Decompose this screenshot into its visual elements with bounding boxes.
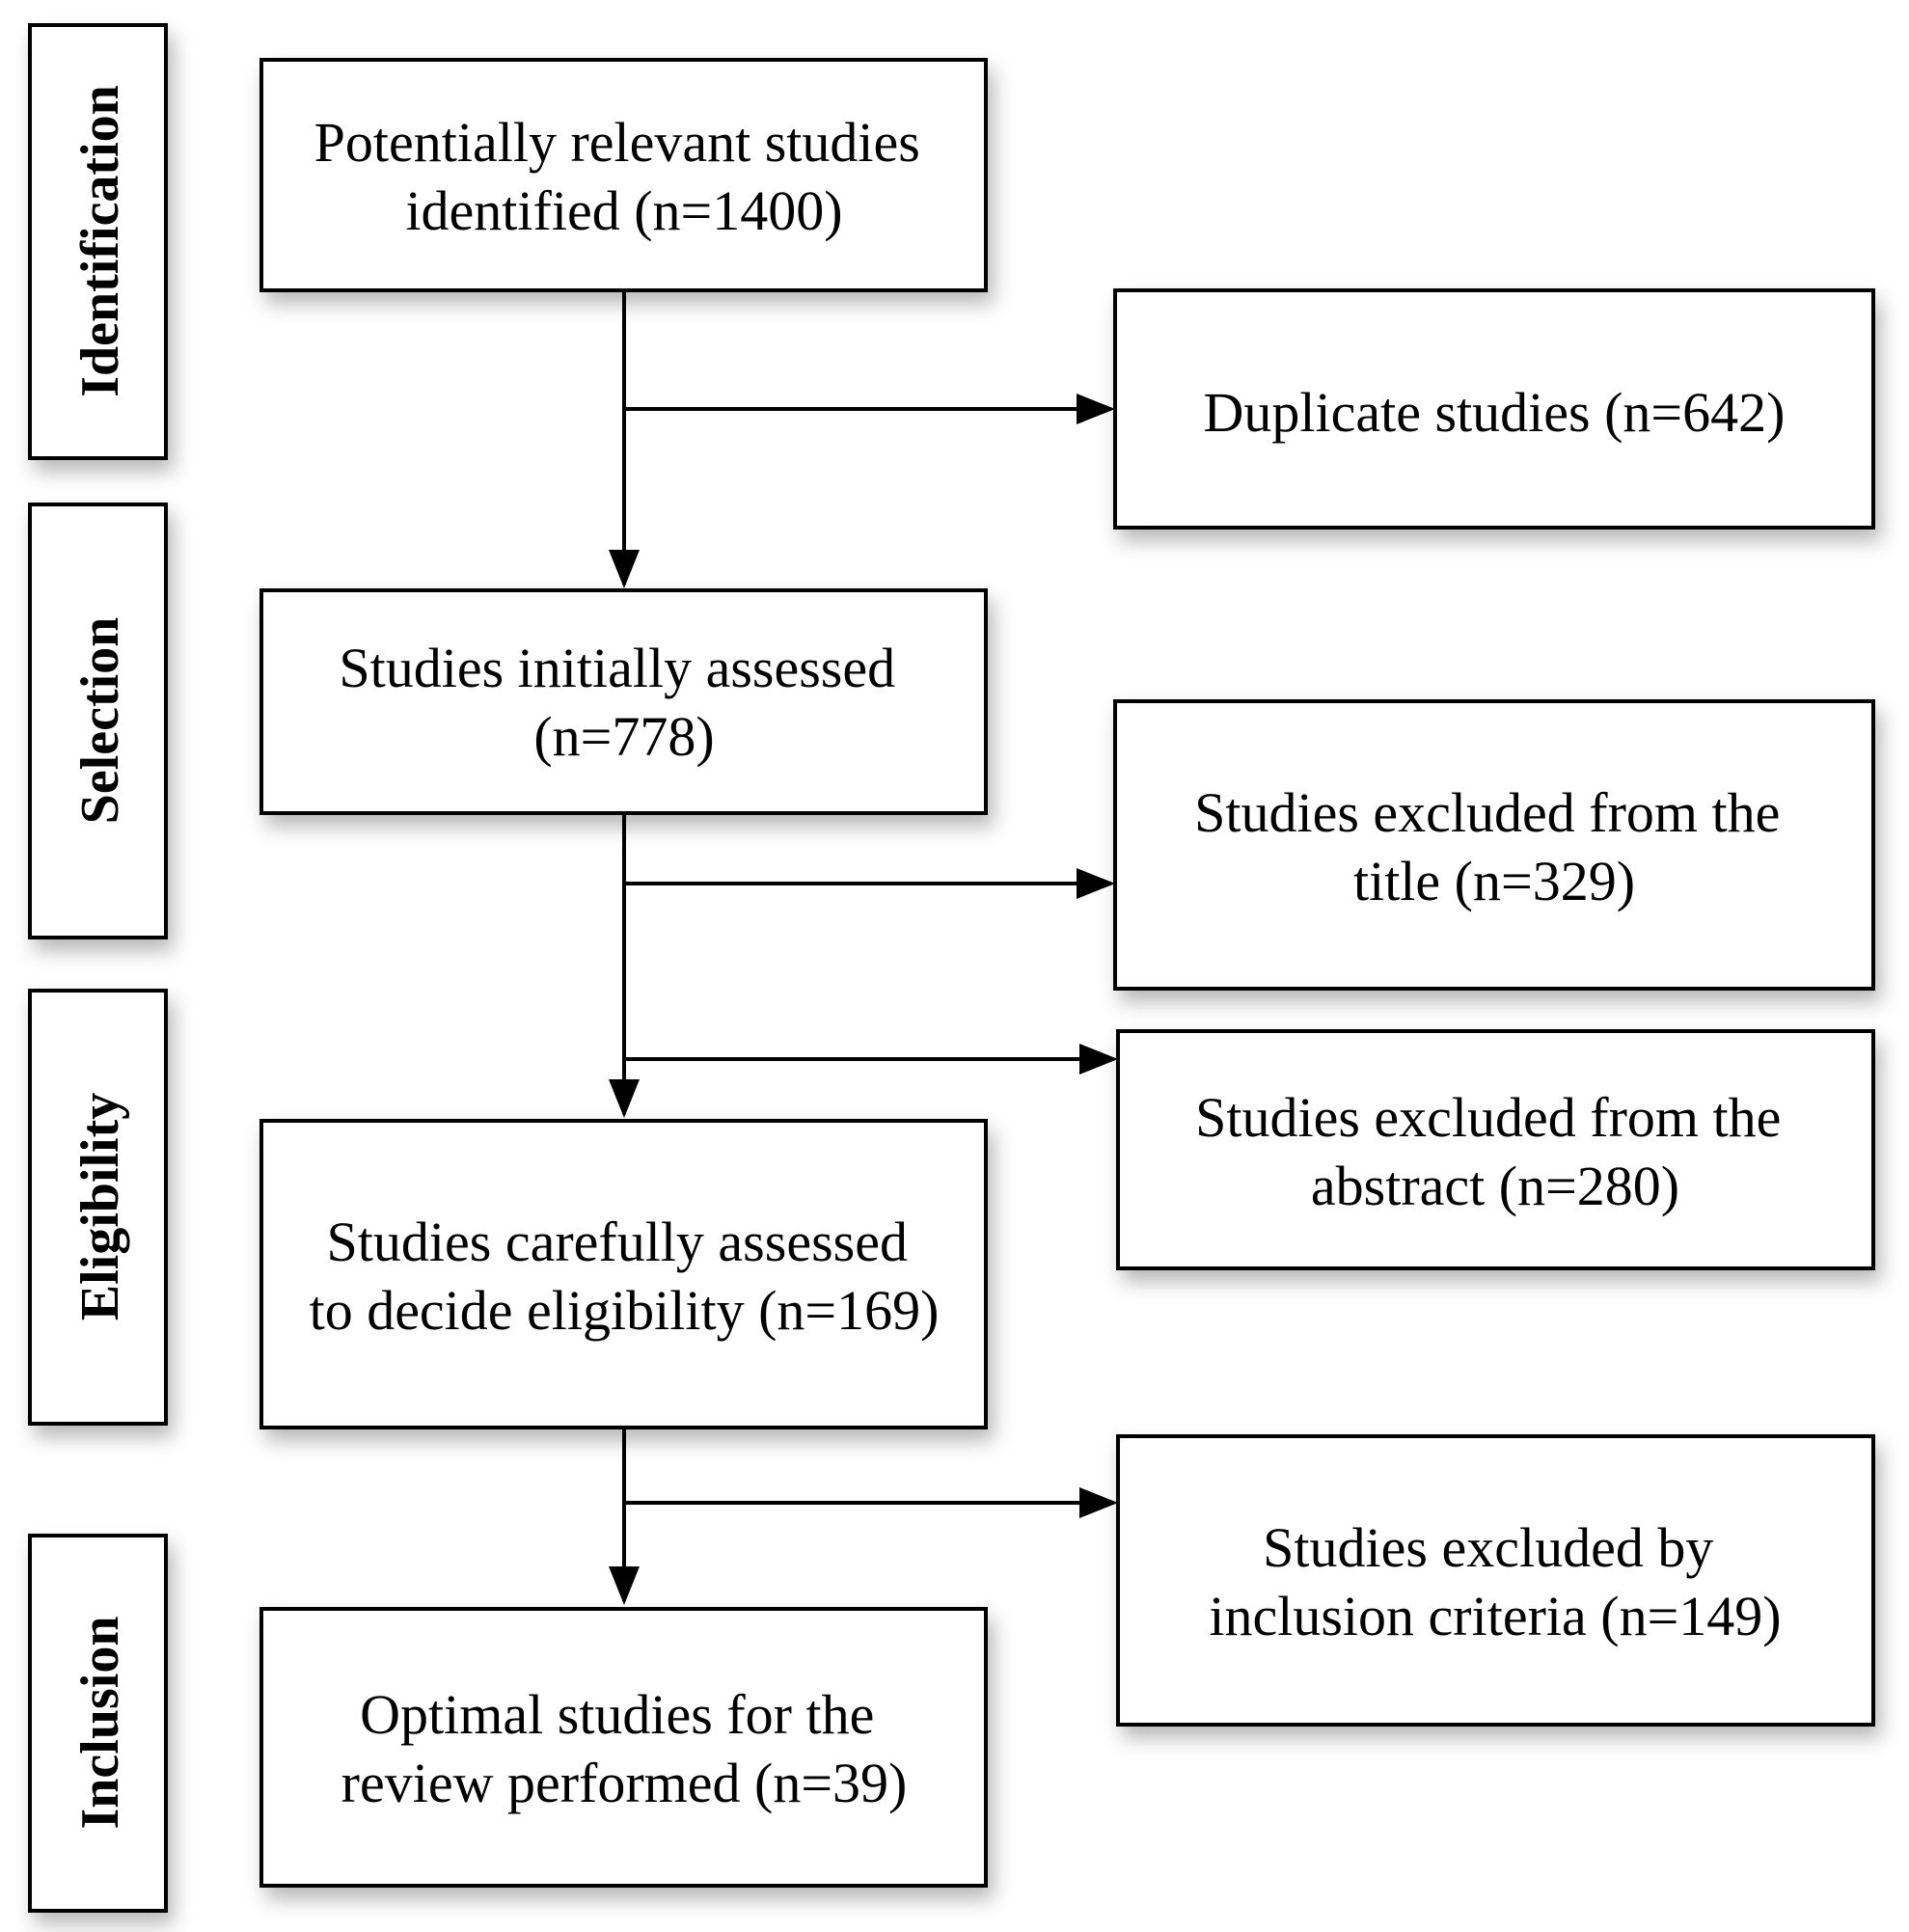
stage-inclusion: Inclusion	[28, 1534, 168, 1913]
stage-inclusion-label: Inclusion	[70, 1617, 130, 1830]
stage-eligibility: Eligibility	[28, 989, 168, 1426]
box-duplicates: Duplicate studies (n=642)	[1113, 288, 1875, 530]
svg-text:Studies excluded from the: Studies excluded from the title (n=329)	[1194, 781, 1794, 912]
svg-text:Studies carefully assessed: Studies carefully assessed to decide eli…	[310, 1211, 940, 1342]
stage-selection: Selection	[28, 503, 168, 939]
connectors	[609, 290, 1118, 1605]
box-carefully-assessed: Studies carefully assessed to decide eli…	[259, 1119, 988, 1429]
box-excluded-criteria: Studies excluded by inclusion criteria (…	[1116, 1434, 1875, 1727]
box-excluded-criteria-line-1: Studies excluded by	[1263, 1516, 1713, 1579]
svg-text:Studies excluded from the: Studies excluded from the abstract (n=28…	[1195, 1086, 1795, 1217]
box-excluded-title-line-1: Studies excluded from the	[1194, 781, 1780, 844]
stage-eligibility-label: Eligibility	[70, 1093, 130, 1321]
box-identified-line-2: identified (n=1400)	[405, 179, 842, 242]
svg-text:Potentially relevant studies: Potentially relevant studies identified …	[314, 111, 935, 242]
box-optimal-line-2: review performed (n=39)	[341, 1752, 908, 1814]
stage-identification-label: Identification	[70, 85, 130, 397]
box-identified-line-1: Potentially relevant studies	[314, 111, 920, 174]
box-initially-assessed-line-1: Studies initially assessed	[339, 637, 895, 699]
box-optimal: Optimal studies for the review performed…	[259, 1607, 988, 1888]
box-carefully-assessed-line-2: to decide eligibility (n=169)	[310, 1279, 940, 1342]
box-excluded-criteria-line-2: inclusion criteria (n=149)	[1209, 1585, 1781, 1647]
box-excluded-abstract-line-1: Studies excluded from the	[1195, 1086, 1781, 1149]
stage-identification: Identification	[28, 23, 168, 460]
box-excluded-abstract: Studies excluded from the abstract (n=28…	[1116, 1029, 1875, 1270]
svg-text:Studies initially assessed: Studies initially assessed (n=778)	[339, 637, 909, 768]
box-excluded-title: Studies excluded from the title (n=329)	[1113, 699, 1875, 991]
box-excluded-title-line-2: title (n=329)	[1353, 850, 1635, 912]
svg-text:Studies excluded by incl: Studies excluded by inclusion criteria (…	[1209, 1516, 1781, 1647]
box-carefully-assessed-line-1: Studies carefully assessed	[327, 1211, 908, 1273]
box-identified: Potentially relevant studies identified …	[259, 58, 988, 292]
box-initially-assessed-line-2: (n=778)	[533, 705, 714, 768]
svg-text:Duplicate studies (n=642): Duplicate studies (n=642)	[1204, 381, 1786, 444]
box-optimal-line-1: Optimal studies for the	[360, 1683, 874, 1746]
box-duplicates-line-1: Duplicate studies (n=642)	[1204, 381, 1786, 444]
svg-text:Optimal studies for the: Optimal studies for the review performed…	[341, 1683, 908, 1814]
stage-selection-label: Selection	[70, 617, 130, 825]
box-excluded-abstract-line-2: abstract (n=280)	[1311, 1155, 1679, 1217]
box-initially-assessed: Studies initially assessed (n=778)	[259, 588, 988, 815]
